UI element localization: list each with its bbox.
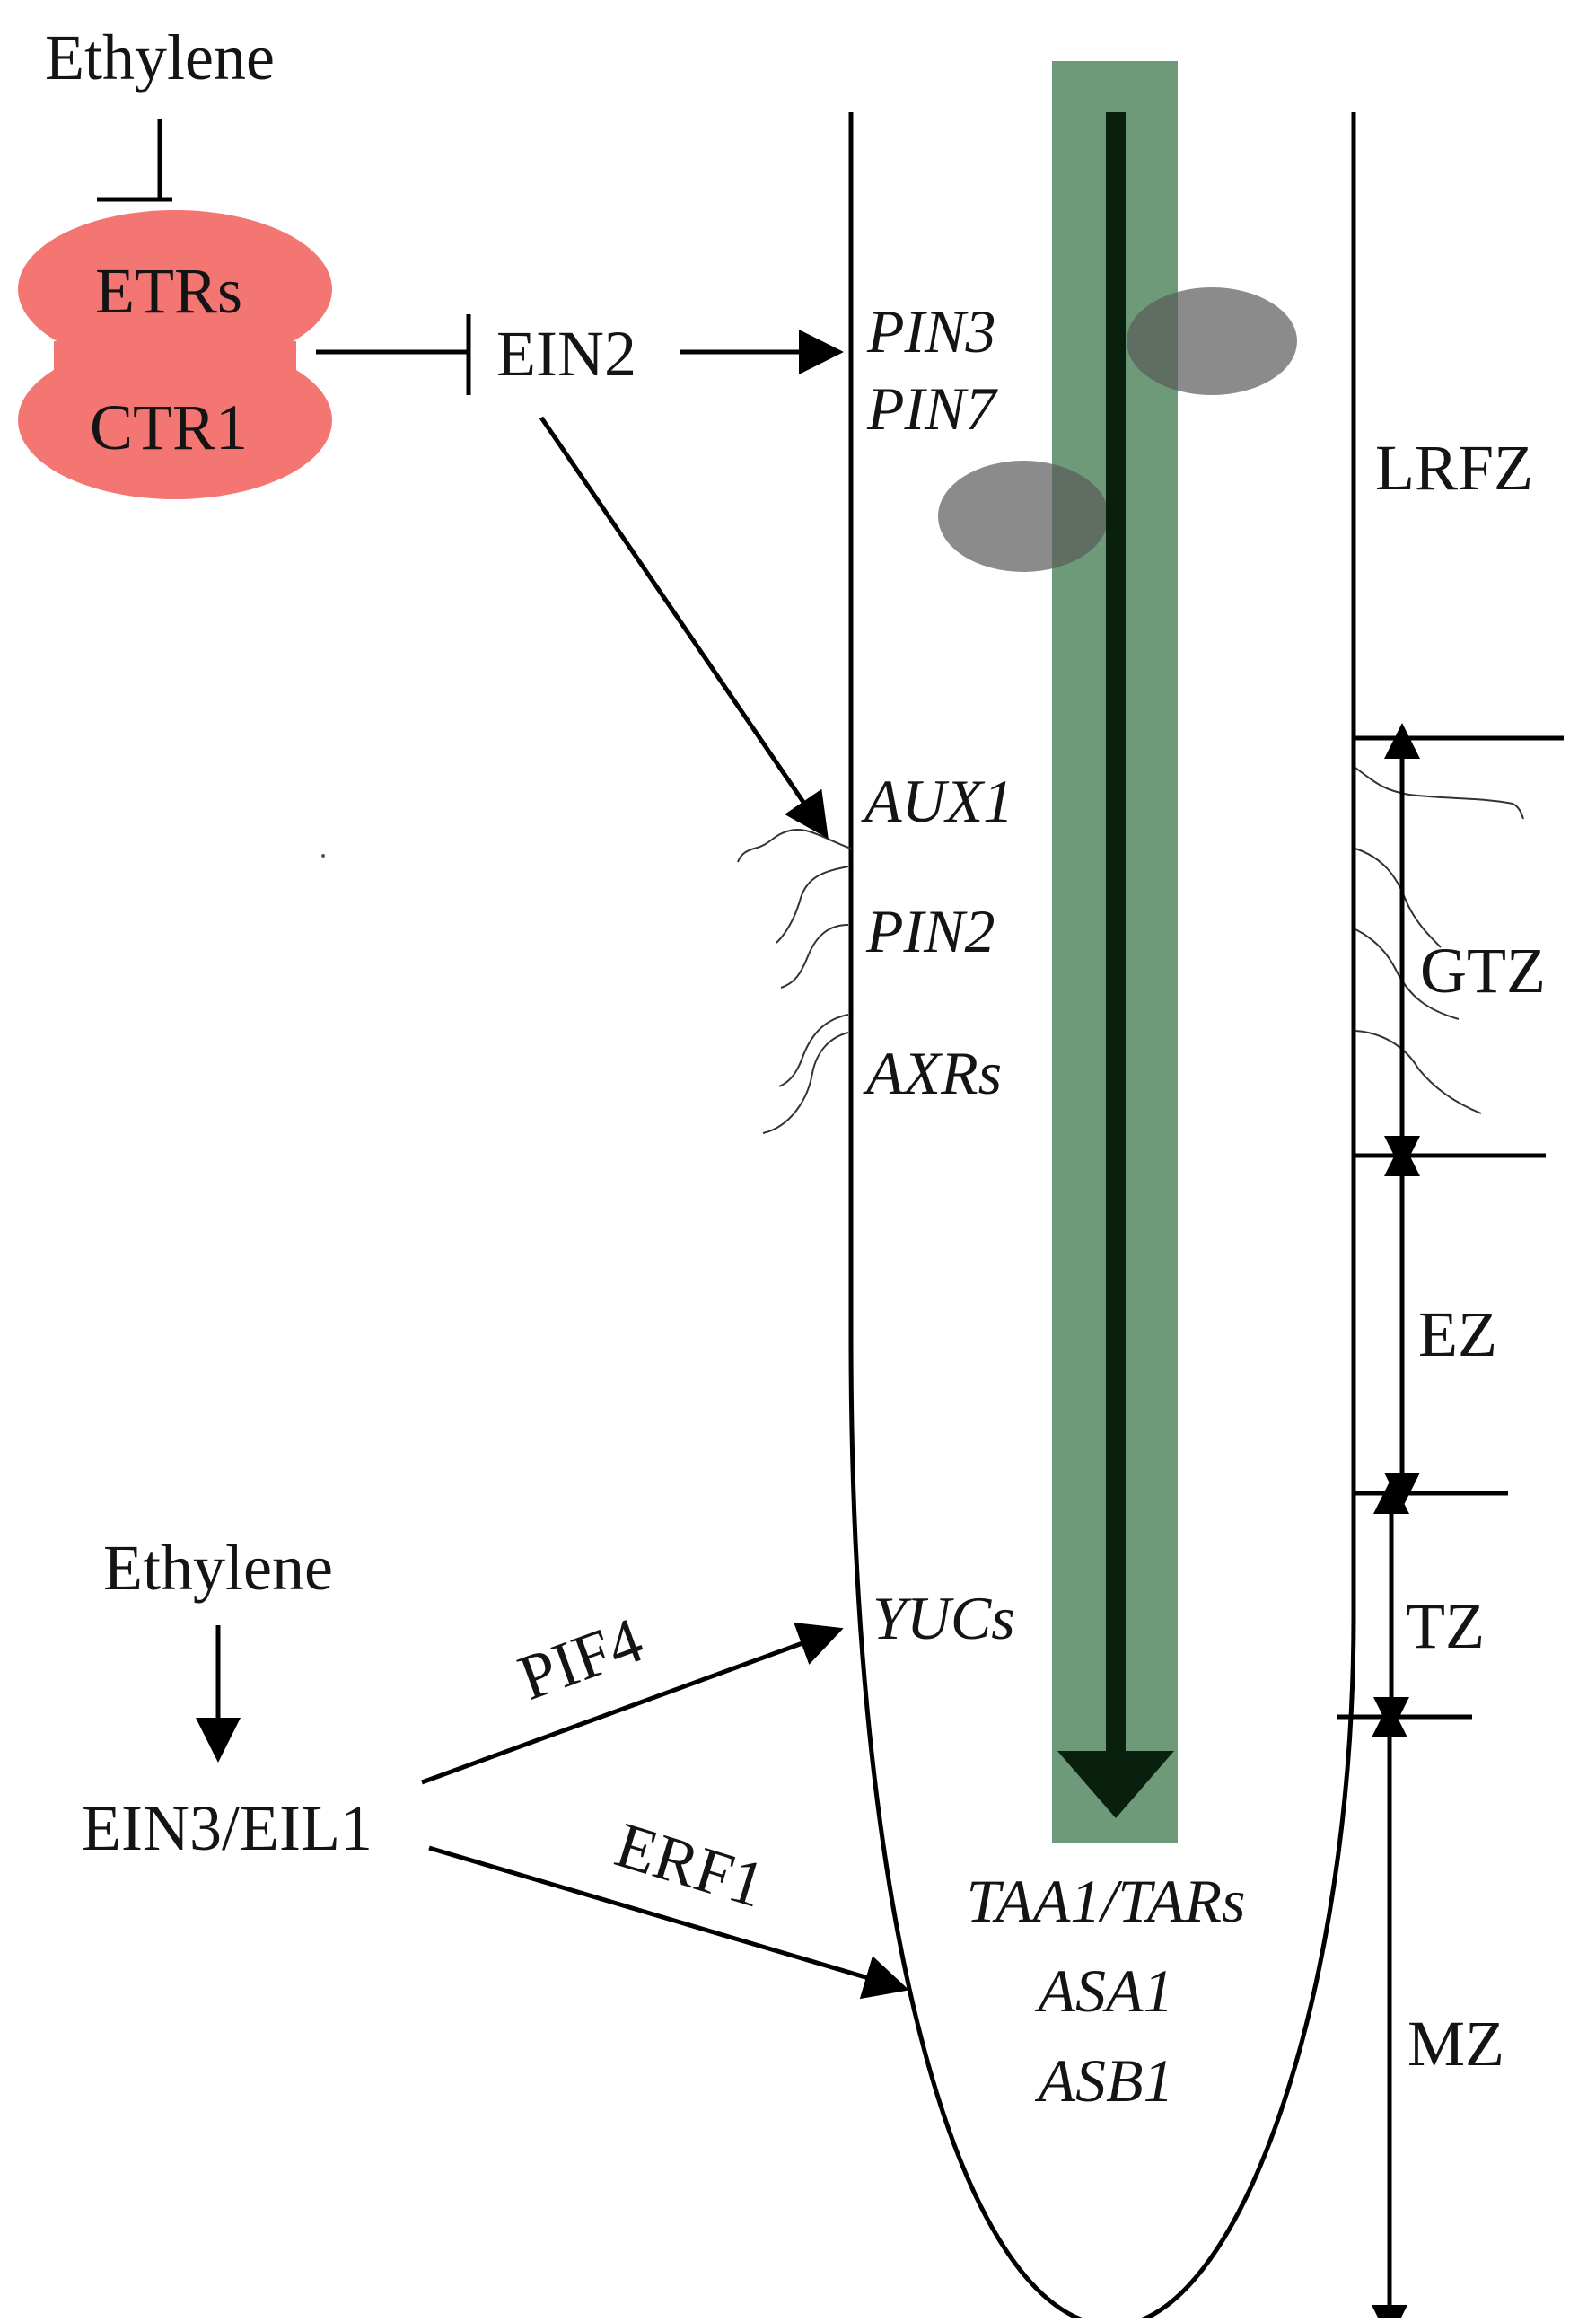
ctr1-label: CTR1 [90,391,248,463]
gene-label-pin7: PIN7 [866,374,999,443]
ein2-to-aux1-arrow [539,416,829,840]
zone-extent-arrows [1372,723,1420,2322]
gene-label-yucs: YUCs [873,1584,1015,1652]
receptor-complex [18,210,332,499]
zone-label-mz: MZ [1407,2008,1504,2080]
ctr1-oval [18,341,332,499]
etrs-oval [18,210,332,368]
auxin-flow-arrowhead [1057,1751,1174,1818]
ein3-to-taa1-arrow [428,1845,909,2000]
auxin-flow-shaft [1106,112,1126,1773]
gene-label-pin2: PIN2 [865,897,995,965]
stray-dot [321,854,325,858]
etrs-label: ETRs [95,255,242,327]
gene-label-asb1: ASB1 [1034,2046,1173,2115]
pin3-carrier-oval [1127,287,1297,395]
zone-label-tz: TZ [1406,1590,1485,1662]
pin7-carrier-oval [938,461,1109,572]
ein3-to-yucs-arrow [421,1622,844,1785]
zone-label-lrfz: LRFZ [1375,432,1533,504]
root-hairs-left [737,829,852,1134]
gene-label-asa1: ASA1 [1034,1957,1173,2025]
ein2-label: EIN2 [496,318,636,390]
ctr1-inhibits-ein2 [316,314,471,395]
gene-label-taa1: TAA1/TARs [966,1867,1245,1935]
erf1-label: ERF1 [608,1808,773,1922]
gene-label-pin3: PIN3 [866,297,996,365]
ein3-eil1-label: EIN3/EIL1 [82,1792,373,1864]
root-outline [848,112,1356,2322]
gene-label-aux1: AUX1 [861,767,1013,835]
gene-label-axrs: AXRs [863,1039,1002,1107]
ethylene-inhibits-receptor [97,119,172,202]
zone-label-gtz: GTZ [1420,935,1546,1007]
ethylene-label-top: Ethylene [45,22,275,93]
pif4-label: PIF4 [509,1604,652,1714]
ethylene-label-bottom: Ethylene [103,1532,333,1604]
zone-label-ez: EZ [1418,1298,1497,1370]
